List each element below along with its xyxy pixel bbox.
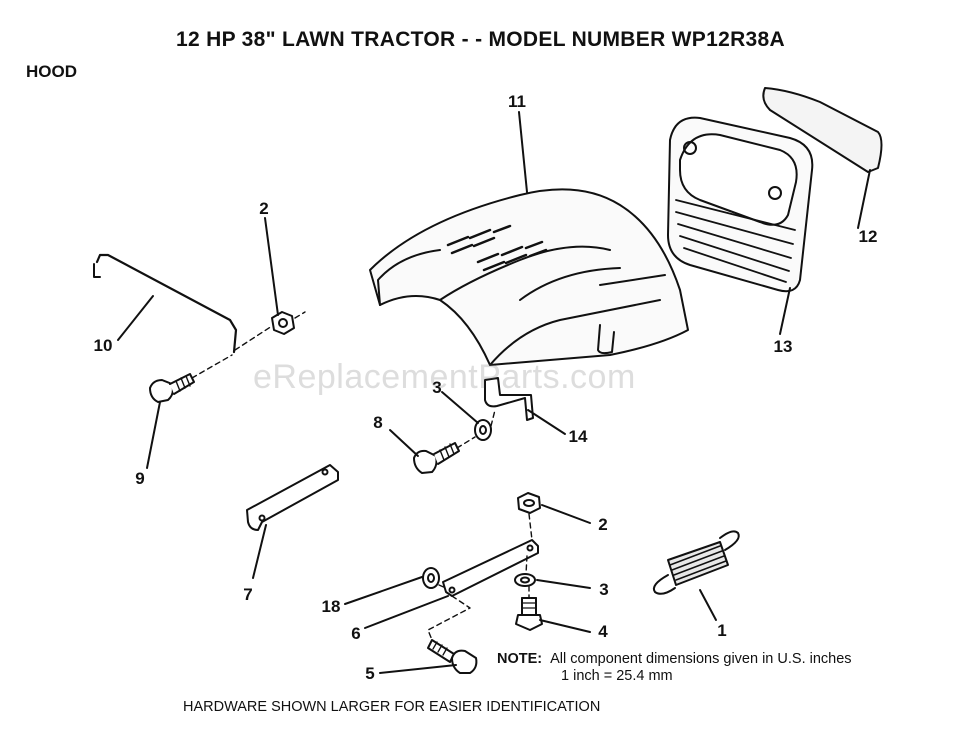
bolt-part-9 [149, 373, 195, 403]
callout-4: 4 [598, 622, 608, 641]
callout-2-lower: 2 [598, 515, 608, 534]
assembly-lines [191, 311, 533, 641]
callout-11: 11 [508, 92, 526, 111]
washer-part-3-upper [474, 419, 492, 441]
insert-part-12 [762, 87, 883, 173]
callout-8: 8 [373, 413, 383, 432]
callout-6: 6 [351, 624, 361, 643]
section-heading: HOOD [26, 62, 77, 81]
leader-lines [117, 111, 871, 674]
callout-18: 18 [321, 597, 341, 616]
bracket-part-14 [484, 377, 534, 421]
callout-3-lower: 3 [599, 580, 609, 599]
dimension-note: NOTE: All component dimensions given in U… [497, 651, 852, 685]
callout-10: 10 [93, 336, 113, 355]
note-line-2: 1 inch = 25.4 mm [561, 668, 673, 684]
rod-part-10 [93, 253, 238, 354]
spring-part-1 [652, 530, 740, 595]
bolt-part-8 [413, 442, 460, 474]
bolt-part-5 [427, 639, 478, 674]
note-label: NOTE: [497, 651, 543, 667]
diagram-title: 12 HP 38" LAWN TRACTOR - - MODEL NUMBER … [176, 28, 785, 51]
callout-2-upper: 2 [259, 199, 269, 218]
hood-part-11 [369, 188, 689, 366]
washer-part-18 [422, 567, 440, 589]
washer-part-3-lower [514, 573, 536, 587]
strap-part-7 [246, 464, 339, 531]
callout-12: 12 [858, 227, 878, 246]
nut-part-2-upper [271, 311, 295, 335]
callout-14: 14 [568, 427, 588, 446]
callout-5: 5 [365, 664, 375, 683]
callout-13: 13 [773, 337, 793, 356]
nut-part-2-lower [517, 492, 541, 514]
bolt-part-4 [515, 597, 543, 631]
grille-part-13 [667, 116, 814, 293]
bar-part-6 [442, 539, 539, 597]
callout-3-upper: 3 [432, 378, 442, 397]
callout-7: 7 [243, 585, 253, 604]
hardware-footer: HARDWARE SHOWN LARGER FOR EASIER IDENTIF… [183, 699, 601, 715]
note-line-1: All component dimensions given in U.S. i… [550, 651, 852, 667]
callout-1: 1 [717, 621, 727, 640]
callout-9: 9 [135, 469, 145, 488]
